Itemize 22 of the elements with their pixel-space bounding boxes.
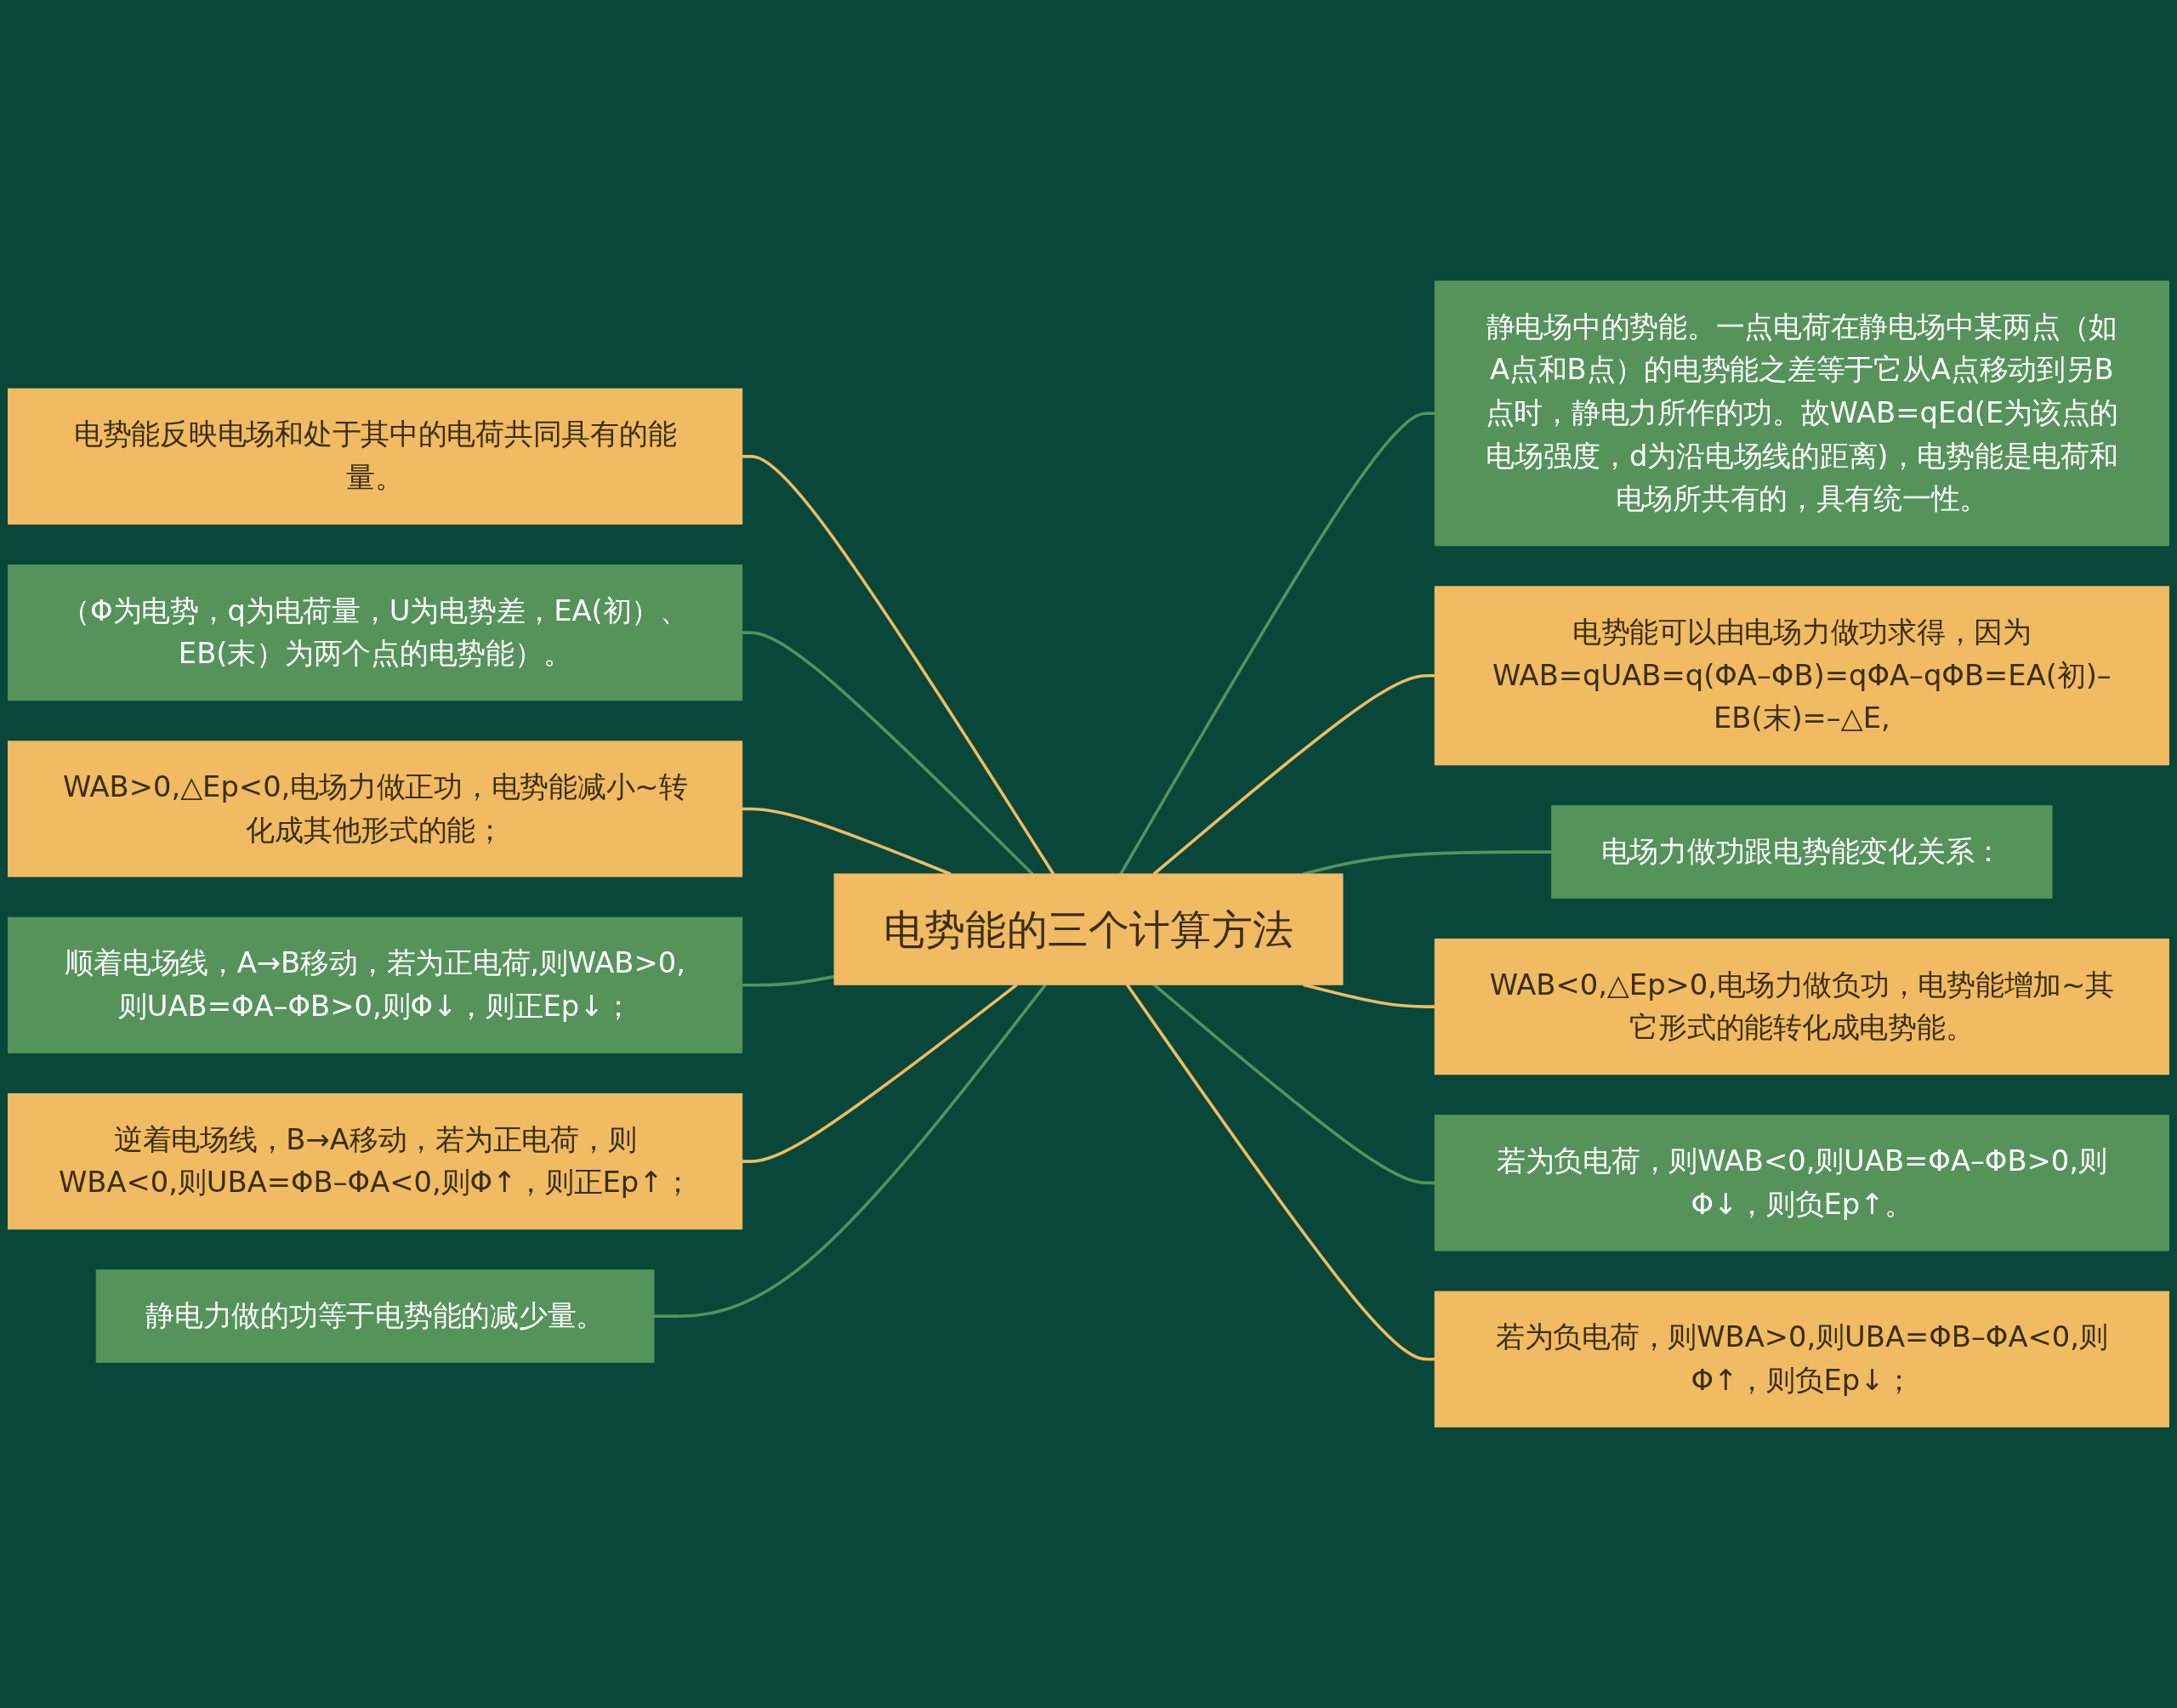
connector — [742, 807, 952, 876]
node-box: 逆着电场线，B→A移动，若为正电荷，则WBA<0,则UBA=ΦB–ΦA<0,则Φ↑，则正Ep↑； — [8, 1092, 743, 1230]
connector — [1125, 984, 1435, 1361]
node-box: （Φ为电势，q为电荷量，U为电势差，EA(初）、EB(末）为两个点的电势能）。 — [8, 565, 743, 701]
connector — [742, 974, 835, 987]
connector — [1152, 673, 1435, 876]
node-box: 顺着电场线，A→B移动，若为正电荷,则WAB>0,则UAB=ΦA–ΦB>0,则Φ↓，则正Ep↓； — [8, 916, 743, 1053]
connector — [742, 455, 1055, 875]
connector — [1303, 850, 1552, 876]
node-box: WAB>0,△Ep<0,电场力做正功，电势能减小~转化成其他形式的能； — [8, 741, 743, 877]
node-box: 电势能可以由电场力做功求得，因为WAB=qUAB=q(ΦA–ΦB)=qΦA–qΦB=EA(初)–EB(末)=–△E, — [1434, 586, 2169, 766]
connector — [742, 631, 1034, 876]
node-box: 静电力做的功等于电势能的减少量。 — [95, 1269, 655, 1363]
connector — [653, 984, 1047, 1318]
node-box: 电势能反映电场和处于其中的电荷共同具有的能量。 — [8, 388, 743, 525]
node-box: 静电场中的势能。一点电荷在静电场中某两点（如A点和B点）的电势能之差等于它从A点移动到另B点时，静电力所作的功。故WAB=qEd(E为该点的电场强度，d为沿电场线的距离)，电势能是电荷和电场所共有的，具有统一性。 — [1434, 281, 2169, 547]
node-box: 若为负电荷，则WBA>0,则UBA=ΦB–ΦA<0,则Φ↑，则负Ep↓； — [1434, 1291, 2169, 1427]
node-box: 电势能的三个计算方法 — [833, 873, 1344, 985]
node-box: 若为负电荷，则WAB<0,则UAB=ΦA–ΦB>0,则Φ↓，则负Ep↑。 — [1434, 1115, 2169, 1251]
connector — [1119, 411, 1435, 875]
node-box: WAB<0,△Ep>0,电场力做负功，电势能增加~其它形式的能转化成电势能。 — [1434, 938, 2169, 1075]
node-box: 电场力做功跟电势能变化关系： — [1551, 805, 2053, 899]
